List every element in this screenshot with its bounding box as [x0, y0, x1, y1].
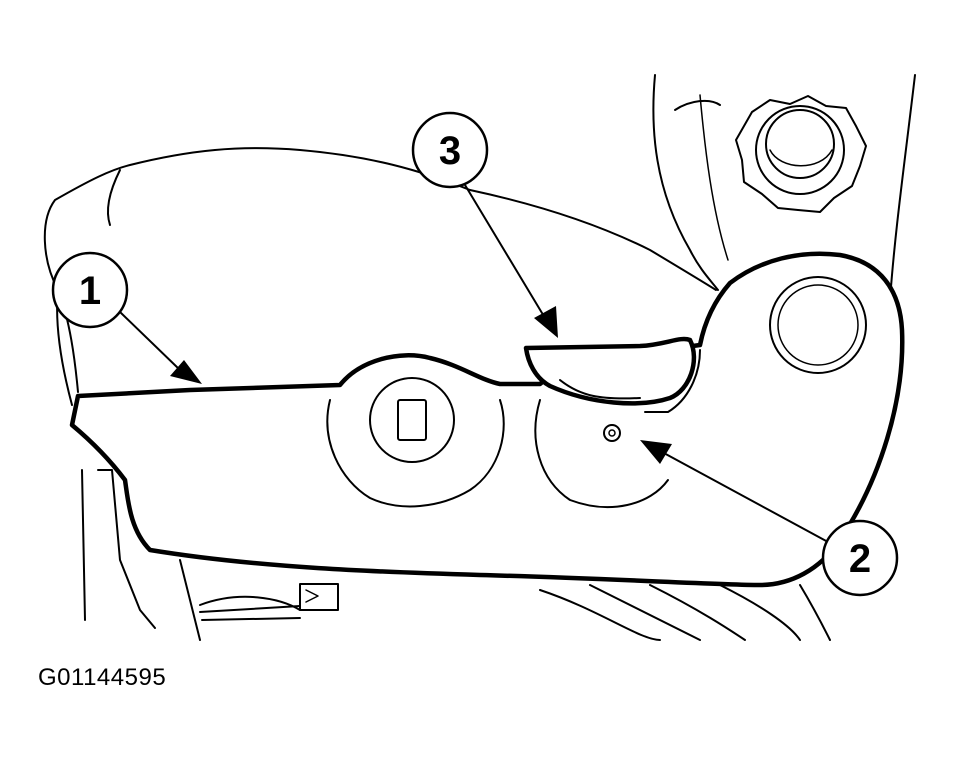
callout-3: 3: [411, 111, 489, 189]
seat-frame-lines: [43, 74, 916, 641]
arrow-3-icon: [534, 306, 558, 338]
adjuster-lever: [523, 336, 701, 413]
recliner-knob-icon: [735, 95, 867, 213]
bolt-slot-icon: [397, 399, 427, 441]
callout-1-label: 1: [79, 269, 101, 313]
arrow-1-icon: [170, 360, 202, 384]
callout-3-label: 3: [439, 129, 461, 173]
arrow-2-icon: [640, 440, 672, 464]
pivot-hole-icon: [769, 276, 867, 374]
callout-1: 1: [51, 251, 129, 329]
screw-icon: [603, 424, 621, 442]
callout-2-label: 2: [849, 537, 871, 581]
callout-2: 2: [821, 519, 899, 597]
callout-leaders: [119, 179, 829, 543]
figure-id: G01144595: [38, 664, 167, 691]
seat-side-shield: [69, 251, 905, 588]
